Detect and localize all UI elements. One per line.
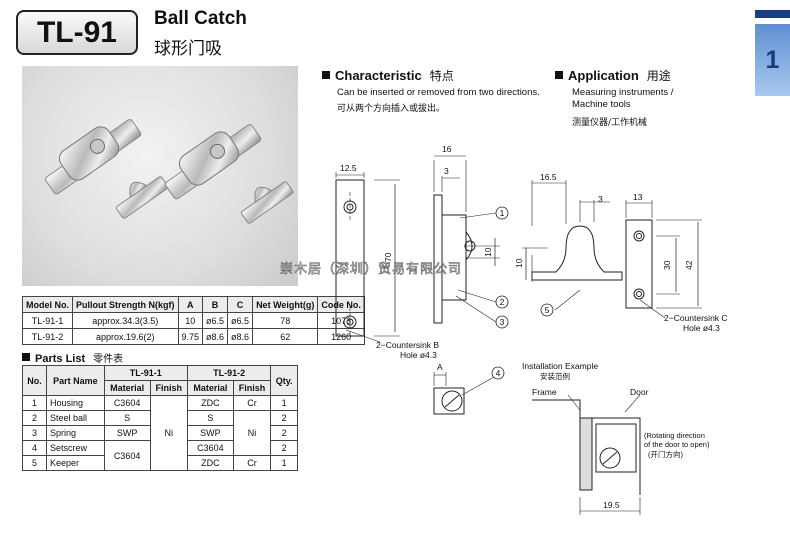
parts-header-v2: TL-91-2 xyxy=(186,365,272,381)
callout-3: 3 xyxy=(500,317,505,327)
keeper-side-view xyxy=(531,225,623,281)
parts-header-material: Material xyxy=(103,380,151,396)
product-photo xyxy=(22,66,298,286)
dim-30: 30 xyxy=(662,260,672,270)
dim-3: 3 xyxy=(444,166,449,176)
setscrew-detail xyxy=(433,387,465,415)
hole-c: Hole ø4.3 xyxy=(683,323,720,333)
characteristic-text-cn: 可从两个方向插入或拔出。 xyxy=(337,104,446,114)
watermark: 崇木居（深圳）贸易有限公司 xyxy=(280,262,463,278)
door-label: Door xyxy=(630,387,649,397)
dim-42: 42 xyxy=(684,260,694,270)
part-name: Keeper xyxy=(46,455,105,471)
dim-10b: 10 xyxy=(514,258,524,268)
product-title-cn: 球形门吸 xyxy=(154,39,222,59)
callout-1: 1 xyxy=(500,208,505,218)
accent-bar xyxy=(755,10,790,18)
parts-header-finish: Finish xyxy=(232,380,272,396)
dim-3b: 3 xyxy=(598,194,603,204)
parts-header-no: No. xyxy=(21,365,48,396)
frame-label: Frame xyxy=(532,387,557,397)
application-text-1: Measuring instruments / xyxy=(572,87,674,98)
dim-70: 70 xyxy=(383,252,393,262)
install-title-cn: 安装范例 xyxy=(540,371,570,381)
product-photo-illustration xyxy=(45,119,294,224)
part-finish-1: Ni xyxy=(149,395,188,471)
spec-cell: 62 xyxy=(252,328,319,345)
hole-b: Hole ø4.3 xyxy=(400,350,437,360)
dim-12-5: 12.5 xyxy=(340,163,357,173)
spec-header: Net Weight(g) xyxy=(252,296,319,313)
parts-header-material: Material xyxy=(186,380,234,396)
rotating-text-2: of the door to open) xyxy=(644,440,710,449)
application-text-cn: 测量仪器/工作机械 xyxy=(572,118,648,128)
dim-16-5: 16.5 xyxy=(540,172,557,182)
parts-header-qty: Qty. xyxy=(270,365,298,396)
label-a: A xyxy=(437,362,443,372)
part-finish-2: Cr xyxy=(232,455,272,471)
product-title: Ball Catch xyxy=(154,8,247,29)
callout-2: 2 xyxy=(500,297,505,307)
countersink-c: 2−Countersink C xyxy=(664,313,728,323)
callout-4: 4 xyxy=(496,368,501,378)
callout-5: 5 xyxy=(545,305,550,315)
spec-cell: approx.19.6(2) xyxy=(72,328,179,345)
part-qty: 1 xyxy=(270,455,298,471)
install-title: Installation Example xyxy=(522,361,598,371)
part-finish-2: Ni xyxy=(232,410,272,456)
dim-19-5: 19.5 xyxy=(603,500,620,510)
catch-1 xyxy=(45,119,142,195)
application-text-2: Machine tools xyxy=(572,99,631,110)
rotating-text-cn: (开门方向) xyxy=(648,449,683,459)
page-tab: 1 xyxy=(755,24,790,96)
catch-side-housing xyxy=(442,214,467,301)
catch-side-plate xyxy=(433,194,443,324)
part-no: 5 xyxy=(21,455,48,471)
dim-10: 10 xyxy=(483,247,493,257)
spec-cell: TL-91-2 xyxy=(22,328,73,345)
page-number: 1 xyxy=(765,45,780,74)
model-number: TL-91 xyxy=(16,10,138,55)
parts-table: No. Part Name TL-91-1 TL-91-2 Qty. Mater… xyxy=(21,365,298,471)
dim-16: 16 xyxy=(442,144,452,154)
characteristic-text: Can be inserted or removed from two dire… xyxy=(337,87,540,98)
spec-header-row: Model No. Pullout Strength N(kgf) A B C … xyxy=(22,296,365,313)
spec-header: Model No. xyxy=(22,296,73,313)
spec-header: Code No. xyxy=(317,296,365,313)
table-row: 3 Spring SWP SWP 2 xyxy=(21,425,298,441)
catch-front-view xyxy=(335,179,365,337)
spec-cell: 9.75 xyxy=(177,328,204,345)
catch-2 xyxy=(165,124,262,200)
keeper-front-view xyxy=(625,219,653,309)
part-material-2: ZDC xyxy=(186,455,234,471)
parts-header-finish: Finish xyxy=(149,380,188,396)
dim-13: 13 xyxy=(633,192,643,202)
spec-header: B xyxy=(202,296,229,313)
table-row: 5 Keeper ZDC Cr 1 xyxy=(21,455,298,471)
keeper-1 xyxy=(115,176,169,219)
keeper-2 xyxy=(240,181,294,224)
countersink-b: 2−Countersink B xyxy=(376,340,439,350)
frame-section xyxy=(532,399,581,490)
rotating-text-1: (Rotating direction xyxy=(644,431,705,440)
part-material-1: C3604 xyxy=(103,440,151,471)
